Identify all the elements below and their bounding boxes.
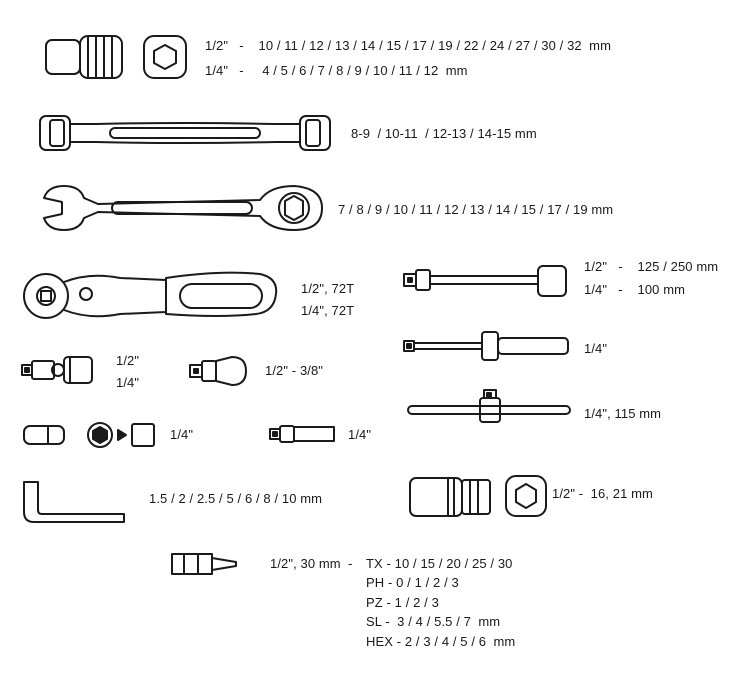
ratchet-size-line-2: 1/4", 72T — [301, 303, 355, 318]
sockets-size-line-1: 1/2" - 10 / 11 / 12 / 13 / 14 / 15 / 17 … — [205, 38, 612, 53]
universal-joint-icon — [20, 353, 96, 387]
combination-wrench-sizes: 7 / 8 / 9 / 10 / 11 / 12 / 13 / 14 / 15 … — [338, 202, 614, 217]
universal-joint-size-line-2: 1/4" — [116, 375, 140, 390]
bits-sl-sizes: SL - 3 / 4 / 5.5 / 7 mm — [366, 614, 501, 629]
bit-adapter-icon — [268, 423, 340, 445]
bits-ph-sizes: PH - 0 / 1 / 2 / 3 — [366, 575, 459, 590]
box-wrench-sizes: 8-9 / 10-11 / 12-13 / 14-15 mm — [351, 126, 537, 141]
deep-socket-size: 1/4" — [170, 427, 194, 442]
hex-key-sizes: 1.5 / 2 / 2.5 / 5 / 6 / 8 / 10 mm — [149, 491, 323, 506]
socket-icon — [40, 30, 190, 86]
spinner-handle-icon — [400, 328, 572, 364]
extension-size-line-2: 1/4" - 100 mm — [584, 282, 686, 297]
sockets-size-line-2: 1/4" - 4 / 5 / 6 / 7 / 8 / 9 / 10 / 11 /… — [205, 63, 468, 78]
spark-plug-socket-icon — [408, 472, 550, 522]
bit-adapter-size: 1/4" — [348, 427, 372, 442]
spinner-handle-size: 1/4" — [584, 341, 608, 356]
combination-wrench-icon — [40, 180, 330, 236]
extension-bar-icon — [400, 262, 572, 302]
ratchet-handle-icon — [20, 264, 282, 324]
spark-plug-socket-sizes: 1/2" - 16, 21 mm — [552, 486, 653, 501]
universal-joint-size-line-1: 1/2" — [116, 353, 140, 368]
socket-adapter-size: 1/2" - 3/8" — [265, 363, 324, 378]
box-wrench-icon — [36, 110, 336, 156]
deep-socket-icon — [20, 420, 160, 450]
bits-hex-sizes: HEX - 2 / 3 / 4 / 5 / 6 mm — [366, 634, 516, 649]
screwdriver-bit-icon — [170, 552, 242, 576]
bits-tx-sizes: TX - 10 / 15 / 20 / 25 / 30 — [366, 556, 513, 571]
hex-key-icon — [20, 478, 130, 526]
socket-adapter-icon — [188, 355, 252, 387]
bits-pz-sizes: PZ - 1 / 2 / 3 — [366, 595, 439, 610]
extension-size-line-1: 1/2" - 125 / 250 mm — [584, 259, 719, 274]
bits-size-header: 1/2", 30 mm - — [270, 556, 353, 571]
t-bar-icon — [404, 388, 572, 432]
t-bar-size: 1/4", 115 mm — [584, 406, 662, 421]
ratchet-size-line-1: 1/2", 72T — [301, 281, 355, 296]
